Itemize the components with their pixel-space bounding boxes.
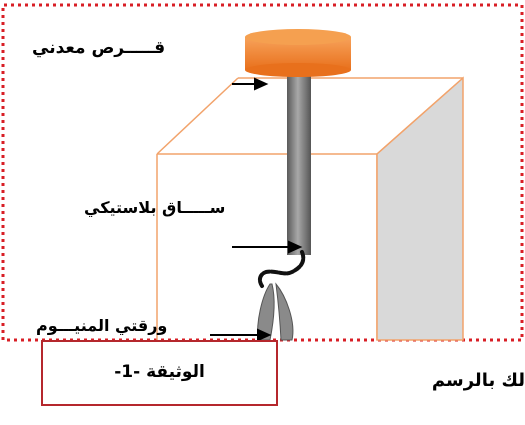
box-side-face bbox=[376, 76, 464, 341]
label-metal-disk: قـــــرص معدني bbox=[32, 38, 166, 58]
dotted-frame bbox=[1, 3, 524, 342]
document-caption: الوثيقة -1- bbox=[114, 362, 205, 382]
wire-hook bbox=[257, 250, 306, 288]
aluminium-leaves bbox=[257, 282, 294, 341]
cut-off-text: لك بالرسم bbox=[431, 370, 525, 391]
document-caption-box: الوثيقة -1- bbox=[41, 340, 278, 406]
arrows bbox=[210, 77, 303, 342]
label-aluminium-leaves: ورقتي المنيـــوم bbox=[36, 316, 168, 335]
plastic-rod bbox=[287, 70, 311, 255]
metal-disk bbox=[245, 29, 351, 77]
label-plastic-rod: ســـــاق بلاستيكي bbox=[84, 198, 226, 217]
